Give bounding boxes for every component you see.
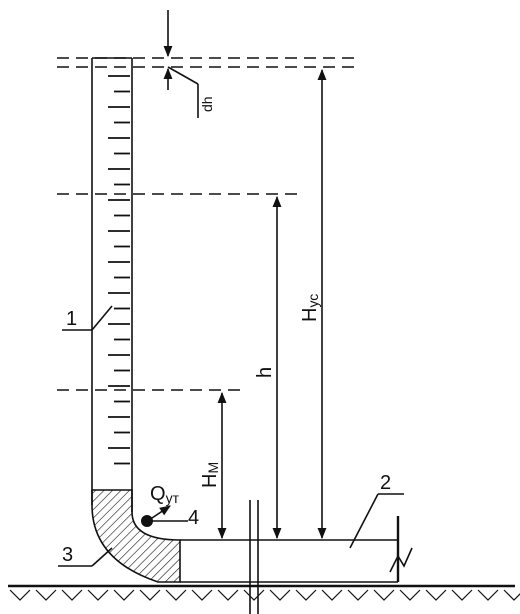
callout-2-leader (349, 493, 379, 549)
tube-scale-ticks (108, 75, 130, 465)
h-label: h (254, 367, 276, 378)
ground-hatch-mark (217, 589, 239, 601)
callout-3-leader (91, 547, 113, 567)
ground-hatch-mark (139, 589, 161, 601)
ground-hatch-mark (9, 589, 31, 601)
ground-hatch-mark (165, 589, 187, 601)
water-levels (57, 57, 360, 391)
ground-hatch-mark (399, 589, 421, 601)
ground-hatch-mark (61, 589, 83, 601)
dh-leader (167, 66, 199, 85)
ground (8, 584, 520, 601)
item-1-label: 1 (66, 308, 77, 330)
leak-point: Qут 4 (141, 483, 199, 529)
leak-flow-arrow (151, 505, 171, 519)
ground-hatch-mark (373, 589, 395, 601)
ground-hatch-mark (347, 589, 369, 601)
ground-hatch-mark (321, 589, 343, 601)
dh-label: dh (199, 96, 215, 112)
ground-hatch-mark (451, 589, 473, 601)
ground-hatch-mark (113, 589, 135, 601)
pipe-break-mark (389, 547, 413, 573)
item-3-label: 3 (62, 544, 73, 566)
leak-flow-label: Qут (150, 483, 180, 506)
item-4-label: 4 (188, 507, 199, 529)
dimension-hm: HМ (199, 391, 227, 540)
ground-hatch-mark (425, 589, 447, 601)
ground-hatch-mark (477, 589, 499, 601)
ground-hatching (9, 589, 520, 601)
dimension-h: h (254, 195, 282, 540)
leak-point-dot (141, 515, 153, 527)
hus-label: Hус (299, 294, 321, 322)
item-2-label: 2 (380, 472, 391, 494)
vertical-tube (91, 57, 133, 512)
callout-1: 1 (62, 305, 113, 331)
dimension-dh: dh (163, 10, 215, 118)
ground-hatch-mark (35, 589, 57, 601)
ground-hatch-mark (87, 589, 109, 601)
horizontal-pipe (180, 500, 413, 614)
ground-hatch-mark (269, 589, 291, 601)
callout-1-leader (91, 305, 113, 331)
callout-3: 3 (58, 544, 113, 567)
ground-hatch-mark (191, 589, 213, 601)
callout-2: 2 (349, 472, 404, 549)
hm-label: HМ (199, 462, 221, 488)
corner-fitting (91, 489, 181, 583)
ground-hatch-mark (295, 589, 317, 601)
dimension-hus: Hус (299, 68, 327, 540)
ground-hatch-mark (243, 589, 265, 601)
ground-hatch-mark (503, 589, 520, 601)
